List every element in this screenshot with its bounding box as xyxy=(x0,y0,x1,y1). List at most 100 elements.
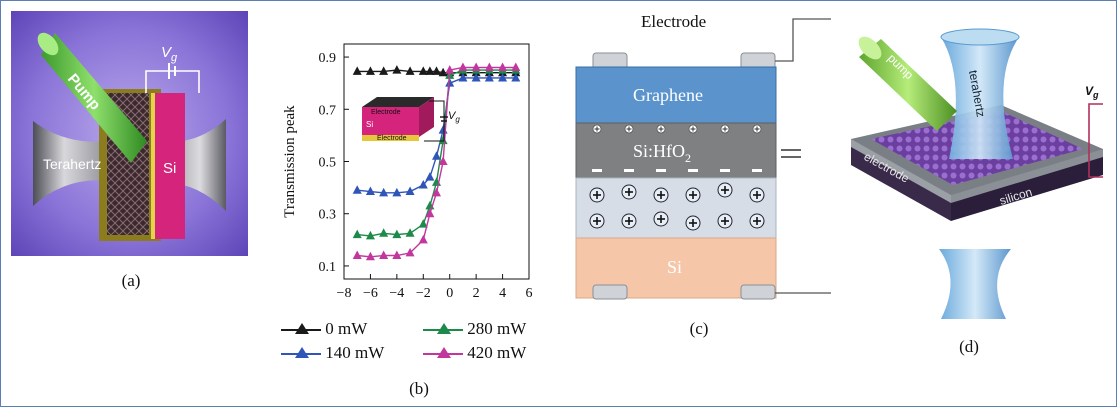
panel-a: Si Vg Pump Terahertz xyxy=(11,11,248,256)
data-point-0mw xyxy=(392,65,402,74)
panel-a-illustration: Si Vg Pump Terahertz xyxy=(11,11,248,256)
data-point-420mw xyxy=(445,65,455,74)
inset-vg-label: Vg xyxy=(448,110,460,124)
terahertz-beam-upper xyxy=(941,37,1019,159)
data-point-140mw xyxy=(471,72,481,82)
panel-d: electrode silicon terahertz pump Vg xyxy=(841,9,1111,329)
data-point-420mw xyxy=(365,251,375,261)
x-tick-label: −8 xyxy=(337,286,352,301)
legend-label-0mw: 0 mW xyxy=(325,319,368,338)
legend-marker-420mw xyxy=(423,347,463,360)
electrode-label: Electrode xyxy=(641,12,706,31)
si-slab xyxy=(155,93,185,239)
data-point-420mw xyxy=(352,250,362,259)
inset-electrode-top-label: Electrode xyxy=(371,109,401,116)
data-point-0mw xyxy=(418,66,428,75)
x-tick-label: −6 xyxy=(363,286,378,301)
y-tick-label: 0.5 xyxy=(319,156,337,171)
x-tick-label: −2 xyxy=(416,286,431,301)
electrode-right-strip xyxy=(951,149,1103,203)
data-point-280mw xyxy=(365,230,375,240)
data-point-420mw xyxy=(432,187,441,197)
x-tick-label: 2 xyxy=(473,286,480,301)
dielectric-layer xyxy=(575,122,777,179)
minus-charge xyxy=(592,169,602,172)
caption-b: (b) xyxy=(409,379,429,398)
data-point-140mw xyxy=(418,180,428,189)
minus-charge xyxy=(688,169,698,172)
electrode-strip xyxy=(151,93,155,239)
data-point-420mw xyxy=(471,62,481,71)
data-point-140mw xyxy=(365,186,375,196)
pump-beam xyxy=(859,39,957,131)
minus-charge xyxy=(752,169,762,172)
data-point-0mw xyxy=(432,66,441,75)
inset-electrode-bottom xyxy=(362,135,419,141)
data-point-420mw xyxy=(484,62,494,71)
series-line-420mw xyxy=(357,66,516,258)
graphene-layer xyxy=(575,66,777,124)
panel-c: Electrode Graphene Si:HfO2 Si xyxy=(571,9,834,309)
terahertz-beam-lower xyxy=(939,249,1011,319)
legend-label-140mw: 140 mW xyxy=(325,343,385,362)
data-point-420mw xyxy=(405,247,415,257)
data-point-140mw xyxy=(425,172,435,181)
device-cross-section: Electrode Graphene Si:HfO2 Si xyxy=(575,12,834,300)
data-point-420mw xyxy=(392,250,402,259)
dielectric-label: Si:HfO2 xyxy=(633,141,691,165)
legend-label-280mw: 280 mW xyxy=(467,319,527,338)
data-point-140mw xyxy=(379,187,389,197)
data-point-420mw xyxy=(438,156,448,165)
legend-item-140mw: 140 mW xyxy=(281,343,384,363)
y-axis-label: Transmission peak xyxy=(282,105,298,218)
caption-a: (a) xyxy=(121,271,141,290)
device-3d-illustration: electrode silicon terahertz pump Vg xyxy=(851,28,1103,319)
inset-top-face xyxy=(362,97,434,107)
positive-charges-top xyxy=(592,124,762,134)
inset-si-block xyxy=(362,107,419,137)
legend-item-0mw: 0 mW xyxy=(281,319,367,339)
vg-label: Vg xyxy=(1085,84,1099,100)
electrode-pad-bottom-left xyxy=(592,284,628,300)
y-tick-label: 0.7 xyxy=(319,103,337,118)
data-point-420mw xyxy=(498,62,508,71)
data-point-140mw xyxy=(432,151,441,160)
data-point-420mw xyxy=(511,62,521,71)
gate-circuit-wire xyxy=(1088,103,1103,178)
electrode-pad-bottom-right xyxy=(740,284,776,300)
chart-inset: Electrode Si Electrode Vg xyxy=(362,97,460,142)
data-point-140mw xyxy=(498,72,508,82)
data-point-0mw xyxy=(438,67,448,77)
data-point-280mw xyxy=(405,228,415,237)
pump-beam xyxy=(41,33,147,163)
data-point-280mw xyxy=(438,135,448,145)
legend-item-280mw: 280 mW xyxy=(423,319,526,339)
terahertz-label: Terahertz xyxy=(43,156,101,172)
y-tick-label: 0.9 xyxy=(319,51,337,66)
data-point-0mw xyxy=(379,66,389,75)
caption-d: (d) xyxy=(959,337,979,356)
data-point-140mw xyxy=(484,72,494,82)
chart-legend: 0 mW 280 mW 140 mW 420 mW xyxy=(281,319,571,369)
graphene-label: Graphene xyxy=(633,85,703,105)
data-point-0mw xyxy=(365,66,375,75)
terahertz-beam-top xyxy=(940,28,1020,46)
data-point-0mw xyxy=(425,66,435,75)
legend-item-420mw: 420 mW xyxy=(423,343,526,363)
pump-beam-end xyxy=(37,32,59,56)
gate-wire xyxy=(145,70,200,93)
x-tick-label: −4 xyxy=(389,286,404,301)
inset-electrode-bottom-label: Electrode xyxy=(377,135,407,142)
data-point-280mw xyxy=(379,228,389,237)
minus-charge xyxy=(656,169,666,172)
x-tick-label: 6 xyxy=(526,286,533,301)
minus-charge xyxy=(624,169,634,172)
data-point-140mw xyxy=(405,186,415,196)
y-tick-label: 0.1 xyxy=(319,260,337,275)
legend-marker-140mw xyxy=(281,347,321,360)
bias-circuit-wire xyxy=(775,18,834,294)
y-tick-label: 0.3 xyxy=(319,208,337,223)
